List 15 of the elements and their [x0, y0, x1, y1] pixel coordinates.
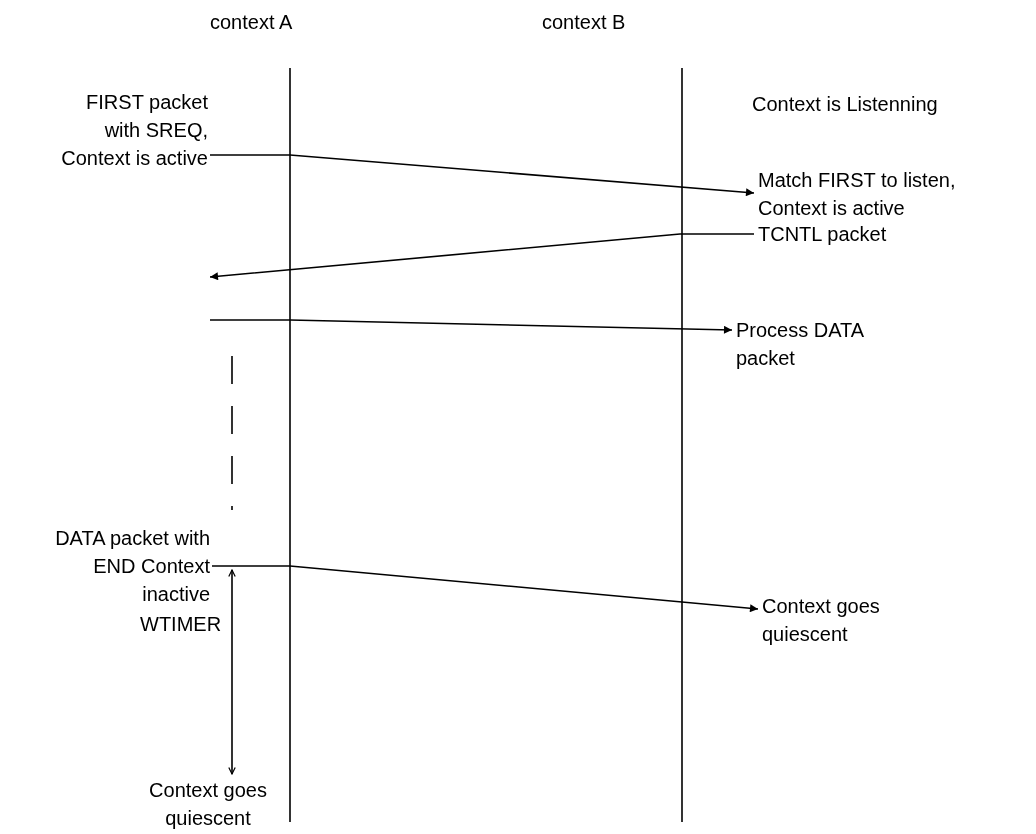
message-text: FIRST packet with SREQ, Context is active [50, 88, 208, 172]
state-note: Context is Listenning [752, 92, 938, 117]
message-text: Context goes quiescent [762, 592, 902, 648]
message-text: Match FIRST to listen, Context is active [758, 166, 988, 222]
message-arrow [209, 319, 733, 334]
message-arrow [209, 154, 755, 197]
lifeline-title: context B [542, 10, 626, 35]
lifeline-title: context A [210, 10, 293, 35]
timer-label: WTIMER [140, 612, 222, 637]
message-arrow [211, 565, 759, 613]
message-text: TCNTL packet [758, 220, 958, 248]
message-arrow [209, 233, 755, 281]
state-note: Context goes quiescent [148, 778, 268, 831]
message-text: Process DATA packet [736, 316, 876, 372]
message-text: DATA packet with END Context inactive [52, 524, 210, 608]
